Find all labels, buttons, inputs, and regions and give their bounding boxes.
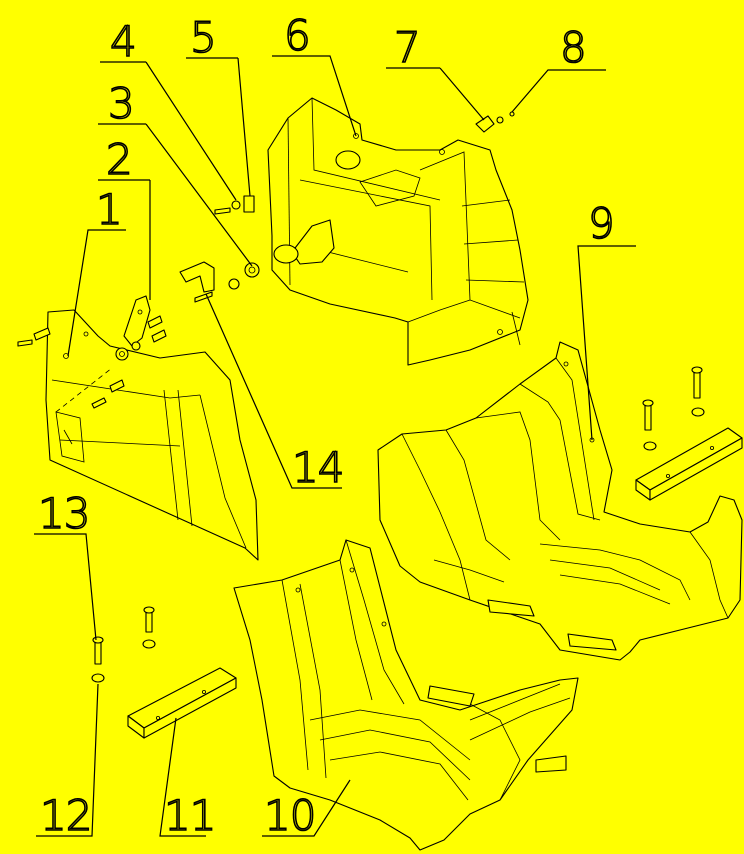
leader-5	[186, 57, 251, 197]
leader-11	[159, 717, 206, 837]
fasteners	[17, 111, 705, 683]
leader-6	[272, 55, 357, 137]
callout-11: 11	[164, 791, 215, 840]
leader-14	[205, 293, 342, 489]
callout-13: 13	[38, 489, 89, 538]
leader-2	[98, 179, 151, 300]
callout-14: 14	[292, 443, 343, 492]
callout-3: 3	[108, 79, 134, 128]
callout-numbers: 1 2 3 4 5 6 7 8 9 10 11 12 13 14	[37, 10, 615, 841]
part-9-rear-footwell	[377, 341, 743, 661]
right-footrest-rail	[635, 427, 743, 501]
leader-12	[36, 683, 99, 837]
leader-9	[577, 245, 636, 441]
callout-9: 9	[588, 199, 614, 248]
part-6-body-frame	[267, 97, 529, 366]
callout-5: 5	[190, 13, 216, 62]
leader-4	[100, 61, 237, 201]
callout-4: 4	[110, 17, 136, 66]
part-10-front-footwell	[233, 539, 579, 851]
callout-8: 8	[560, 23, 586, 72]
leader-lines	[34, 55, 636, 837]
leader-1	[67, 229, 126, 357]
leader-3	[98, 123, 253, 267]
leader-7	[386, 67, 485, 121]
callout-7: 7	[394, 23, 420, 72]
part-11-footrest-rail	[127, 667, 237, 739]
callout-10: 10	[264, 791, 315, 840]
leader-8	[511, 69, 606, 113]
callout-6: 6	[284, 11, 310, 60]
leader-10	[262, 779, 351, 837]
callout-12: 12	[40, 791, 91, 840]
leader-13	[34, 533, 97, 641]
callout-1: 1	[96, 185, 122, 234]
part-1-left-side-panel	[45, 309, 259, 561]
callout-2: 2	[106, 135, 132, 184]
